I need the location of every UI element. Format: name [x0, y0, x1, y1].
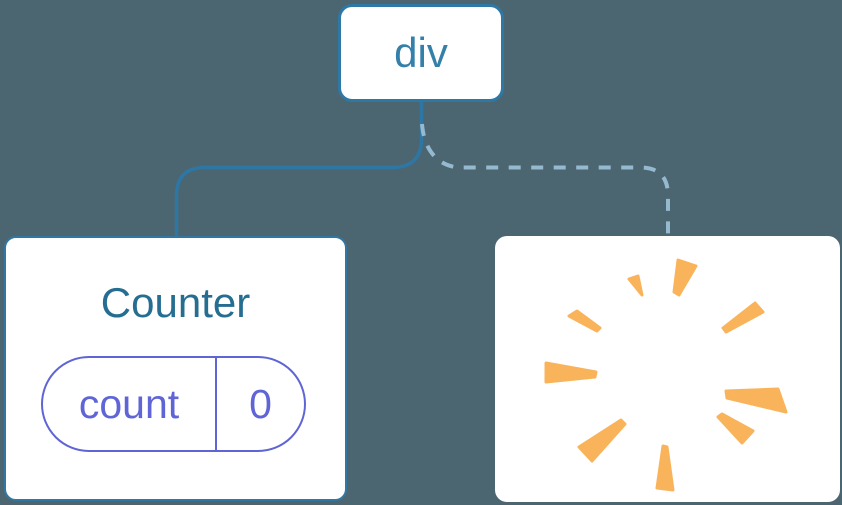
poof-ray [672, 258, 698, 297]
dashed-connector-line [420, 123, 670, 238]
poof-ray [567, 309, 602, 333]
poof-ray [627, 274, 644, 297]
dom-node-label: div [394, 29, 448, 76]
component-title: Counter [100, 279, 251, 326]
state-pill: count 0 [41, 356, 306, 452]
poof-ray [544, 361, 598, 384]
counter-component-card: Counter count 0 [4, 236, 347, 501]
poof-ray [721, 301, 765, 334]
state-key-label: count [43, 358, 217, 450]
removed-component-card [495, 236, 840, 502]
poof-burst-icon [544, 258, 788, 492]
poof-ray [724, 387, 788, 414]
poof-ray [655, 444, 675, 492]
state-value-label: 0 [249, 380, 272, 427]
poof-ray [577, 418, 627, 463]
poof-ray [716, 412, 755, 445]
solid-connector-line [174, 98, 424, 238]
dom-node-div: div [338, 4, 504, 102]
